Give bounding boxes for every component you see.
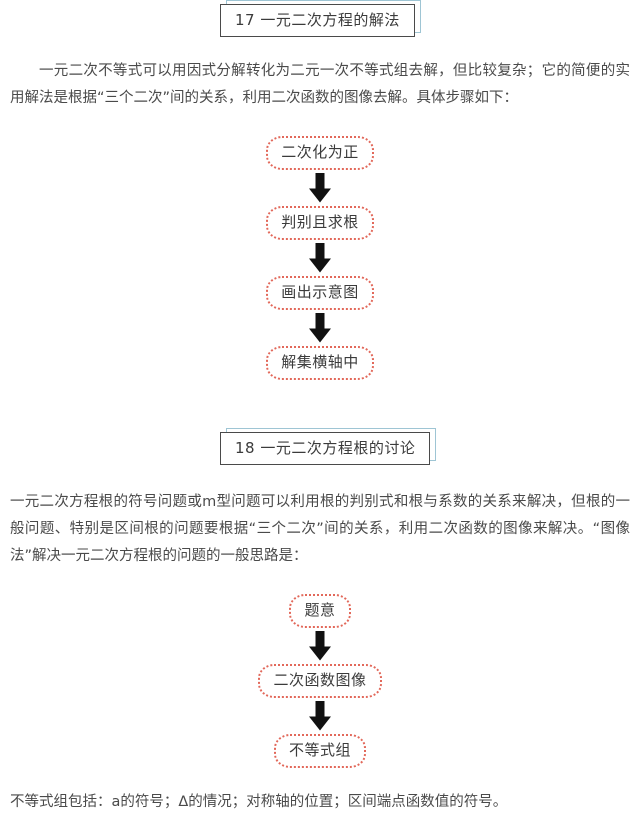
flow-node-4-label: 解集横轴中 bbox=[281, 353, 359, 371]
flow-node-3-label: 画出示意图 bbox=[281, 283, 359, 301]
down-arrow-icon bbox=[303, 699, 337, 733]
section-18-paragraph: 一元二次方程根的符号问题或m型问题可以利用根的判别式和根与系数的关系来解决，但根… bbox=[10, 494, 630, 564]
down-arrow-icon bbox=[303, 171, 337, 205]
flow-node-3: 不等式组 bbox=[273, 734, 366, 768]
section-18-flowchart: 题意 二次函数图像 不等式组 bbox=[0, 594, 640, 768]
flow-node-1-label: 题意 bbox=[304, 601, 336, 619]
section-18-heading: 18 一元二次方程根的讨论 bbox=[220, 428, 437, 465]
section-17-heading-box: 17 一元二次方程的解法 bbox=[220, 4, 415, 37]
flow-node-1: 二次化为正 bbox=[266, 136, 374, 170]
section-18-heading-text: 18 一元二次方程根的讨论 bbox=[235, 439, 416, 457]
flow-node-2: 二次函数图像 bbox=[258, 664, 382, 698]
flow-node-3: 画出示意图 bbox=[266, 276, 374, 310]
section-17-heading: 17 一元二次方程的解法 bbox=[220, 0, 421, 37]
flow-node-3-label: 不等式组 bbox=[288, 741, 351, 759]
section-17-heading-text: 17 一元二次方程的解法 bbox=[235, 11, 400, 29]
down-arrow-icon bbox=[303, 311, 337, 345]
flow-node-4: 解集横轴中 bbox=[266, 346, 374, 380]
flow-node-2-label: 二次函数图像 bbox=[273, 671, 367, 689]
down-arrow-icon bbox=[303, 241, 337, 275]
section-17-flowchart: 二次化为正 判别且求根 画出示意图 解集横轴中 bbox=[0, 136, 640, 380]
section-18-footnote: 不等式组包括：a的符号；Δ的情况；对称轴的位置；区间端点函数值的符号。 bbox=[10, 794, 508, 810]
flow-node-2: 判别且求根 bbox=[266, 206, 374, 240]
flow-node-1-label: 二次化为正 bbox=[281, 143, 359, 161]
section-18-heading-box: 18 一元二次方程根的讨论 bbox=[220, 432, 431, 465]
section-17-paragraph: 一元二次不等式可以用因式分解转化为二元一次不等式组去解，但比较复杂；它的简便的实… bbox=[10, 63, 630, 106]
flow-node-1: 题意 bbox=[289, 594, 351, 628]
down-arrow-icon bbox=[303, 629, 337, 663]
flow-node-2-label: 判别且求根 bbox=[281, 213, 359, 231]
